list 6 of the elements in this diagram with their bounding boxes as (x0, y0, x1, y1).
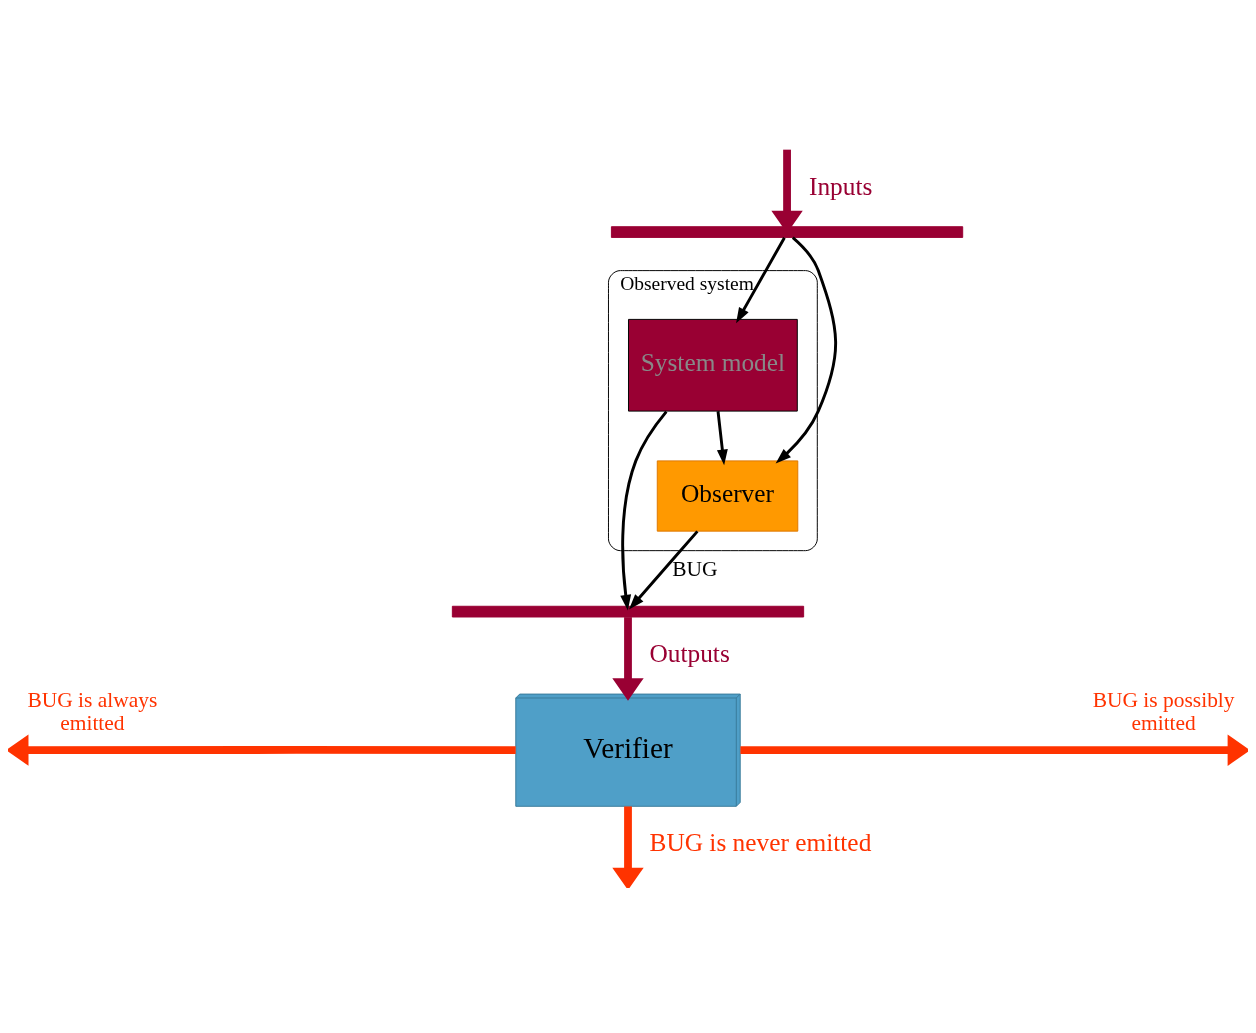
edge-label: BUG is never emitted (649, 828, 872, 857)
edge-label: BUG (672, 556, 718, 581)
edge-label: Inputs (809, 171, 873, 200)
edge-label: BUG is always emitted (27, 687, 158, 736)
edge-label: BUG is possibly emitted (1092, 687, 1235, 736)
edge-label: Outputs (649, 639, 730, 668)
